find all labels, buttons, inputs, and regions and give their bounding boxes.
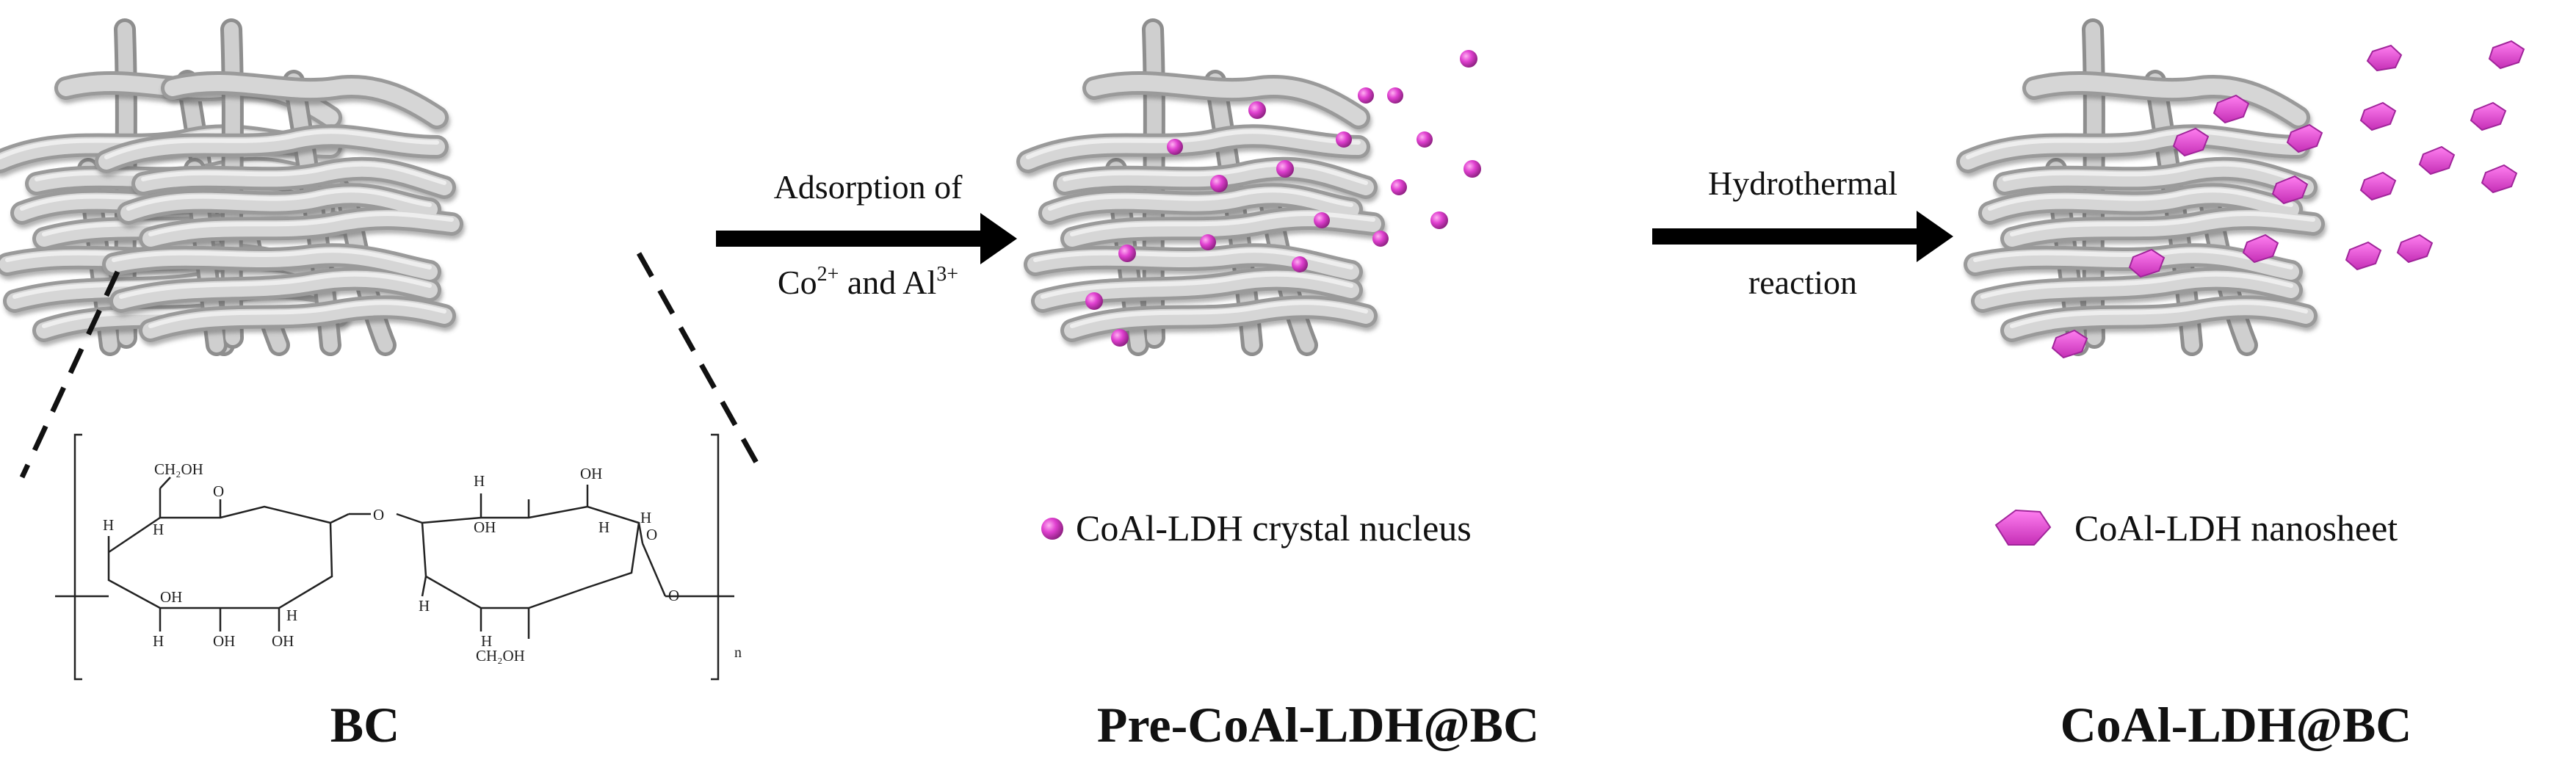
nanosheet-particle xyxy=(2242,234,2279,264)
nucleus-particle xyxy=(1118,245,1136,262)
svg-text:H: H xyxy=(419,597,430,615)
svg-text:H: H xyxy=(481,632,492,650)
step-adsorption: Adsorption of Co2+ and Al3+ xyxy=(716,168,1017,301)
nanosheet-particle xyxy=(2366,44,2403,72)
label-pre-coal-ldh-bc: Pre-CoAl-LDH@BC xyxy=(1097,697,1539,753)
adsorption-line2: Co2+ and Al3+ xyxy=(778,263,958,301)
svg-text:OH: OH xyxy=(474,518,496,536)
nanosheet-particle xyxy=(2396,234,2434,264)
hydrothermal-line1: Hydrothermal xyxy=(1708,164,1897,202)
svg-text:O: O xyxy=(646,526,657,543)
zoom-line-right xyxy=(636,252,759,464)
nucleus-particle xyxy=(1387,87,1403,104)
nanosheet-particle xyxy=(2051,329,2088,359)
nanosheet-particle xyxy=(2172,127,2210,157)
svg-text:H: H xyxy=(103,516,114,534)
svg-text:OH: OH xyxy=(580,465,602,482)
nanosheet-particle xyxy=(2359,101,2397,131)
nucleus-particle xyxy=(1292,256,1308,272)
hydrothermal-line2: reaction xyxy=(1748,264,1857,301)
cellulose-structure xyxy=(55,433,734,681)
nucleus-particle xyxy=(1464,160,1481,178)
nanosheet-particle xyxy=(2286,123,2323,153)
nucleus-particle xyxy=(1460,50,1477,68)
label-coal-ldh-bc: CoAl-LDH@BC xyxy=(2061,697,2412,753)
nucleus-particle xyxy=(1391,179,1407,195)
nanosheet-particle xyxy=(2213,94,2250,124)
svg-text:CH₂OH: CH₂OH xyxy=(476,647,525,665)
svg-text:H: H xyxy=(598,518,609,536)
nanosheet-particle xyxy=(2271,175,2309,205)
svg-text:O: O xyxy=(373,506,384,524)
nucleus-particle xyxy=(1358,87,1374,104)
nucleus-particle xyxy=(1248,101,1266,119)
svg-text:OH: OH xyxy=(272,632,294,650)
nucleus-particle xyxy=(1167,139,1183,155)
nucleus-particle xyxy=(1276,160,1294,178)
svg-text:OH: OH xyxy=(213,632,235,650)
final-fibers xyxy=(1968,29,2313,345)
legend-nanosheet-text: CoAl-LDH nanosheet xyxy=(2074,507,2398,549)
crystal-nuclei xyxy=(1085,50,1481,347)
arrow-2-head xyxy=(1917,211,1953,262)
nanosheet-particle xyxy=(2418,145,2456,175)
ldh-nanosheets xyxy=(2051,40,2525,359)
nucleus-particle xyxy=(1111,329,1129,347)
nucleus-legend-icon xyxy=(1041,518,1063,540)
nucleus-particle xyxy=(1200,234,1216,250)
nucleus-particle xyxy=(1336,131,1352,148)
nucleus-particle xyxy=(1417,131,1433,148)
pre-fibers xyxy=(1028,29,1373,345)
legend-nucleus: CoAl-LDH crystal nucleus xyxy=(1041,507,1472,549)
zoom-line-left xyxy=(19,270,120,479)
nanosheet-particle xyxy=(2481,164,2518,194)
svg-text:H: H xyxy=(153,632,164,650)
step-hydrothermal: Hydrothermal reaction xyxy=(1652,164,1953,301)
structure-labels: CH₂OH O H H H H OH OH OH O H OH OH H H O… xyxy=(103,460,742,665)
svg-text:O: O xyxy=(668,587,679,604)
svg-text:n: n xyxy=(734,645,742,661)
nucleus-particle xyxy=(1314,212,1330,228)
label-bc: BC xyxy=(330,697,399,753)
arrow-1-head xyxy=(980,213,1017,264)
nanosheet-particle xyxy=(2359,171,2397,201)
nanosheet-legend-icon xyxy=(1994,509,2052,546)
nanosheet-particle xyxy=(2488,40,2525,70)
svg-text:H: H xyxy=(153,521,164,538)
svg-text:CH₂OH: CH₂OH xyxy=(154,460,203,478)
svg-text:H: H xyxy=(474,472,485,490)
legend-nucleus-text: CoAl-LDH crystal nucleus xyxy=(1076,507,1472,549)
nanosheet-particle xyxy=(2345,241,2382,271)
nanosheet-particle xyxy=(2128,248,2166,278)
svg-text:OH: OH xyxy=(160,588,182,606)
legend-nanosheet: CoAl-LDH nanosheet xyxy=(1994,507,2398,549)
svg-text:H: H xyxy=(286,607,297,624)
nanosheet-particle xyxy=(2470,101,2507,131)
nucleus-particle xyxy=(1210,175,1228,192)
nucleus-particle xyxy=(1430,211,1448,229)
svg-text:O: O xyxy=(213,482,224,500)
nucleus-particle xyxy=(1085,292,1103,310)
nucleus-particle xyxy=(1372,231,1389,247)
svg-text:H: H xyxy=(640,509,651,526)
adsorption-line1: Adsorption of xyxy=(774,168,963,206)
